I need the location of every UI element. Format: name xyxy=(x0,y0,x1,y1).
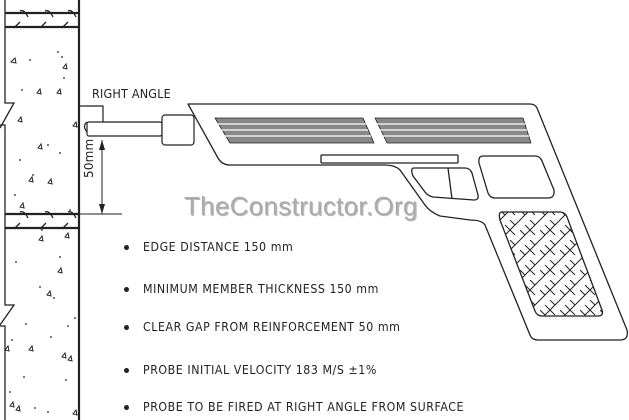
watermark: TheConstructor.Org xyxy=(184,191,418,221)
probe xyxy=(83,114,195,146)
note-item: PROBE TO BE FIRED AT RIGHT ANGLE FROM SU… xyxy=(124,400,492,414)
note-item: MINIMUM MEMBER THICKNESS 150 mm xyxy=(124,282,399,296)
note-item: PROBE INITIAL VELOCITY 183 M/S ±1% xyxy=(124,363,397,377)
bullet-icon xyxy=(124,367,129,373)
bullet-icon xyxy=(124,324,129,330)
dimension-50mm xyxy=(80,140,122,215)
right-angle-marker xyxy=(80,105,104,123)
bullet-icon xyxy=(124,286,129,292)
dimension-label: 50mm xyxy=(82,138,96,178)
bullet-icon xyxy=(124,244,129,250)
concrete-wall xyxy=(0,0,81,420)
bullet-icon xyxy=(124,404,129,410)
reinforcement-bars xyxy=(5,9,79,230)
note-item: EDGE DISTANCE 150 mm xyxy=(124,240,306,254)
note-item: CLEAR GAP FROM REINFORCEMENT 50 mm xyxy=(124,320,423,334)
right-angle-label: RIGHT ANGLE xyxy=(92,86,171,101)
